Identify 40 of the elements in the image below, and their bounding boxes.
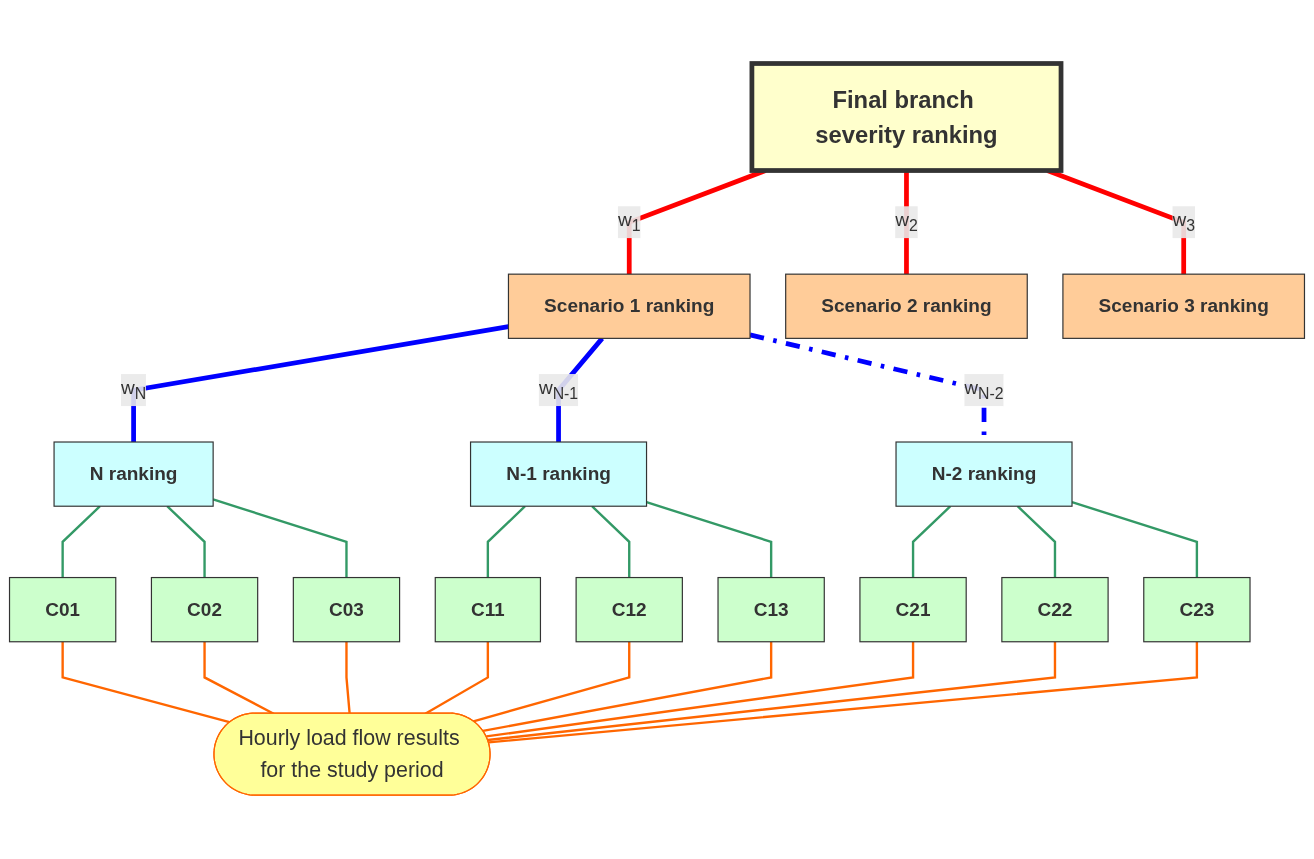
connector: [487, 641, 1057, 742]
connector: [646, 501, 773, 578]
edge-label: w$_{N}$: [120, 377, 147, 403]
connector: [424, 641, 490, 715]
edge-label: w$_{2}$: [895, 209, 918, 236]
edge-label: w$_{1}$: [617, 209, 641, 236]
connector: [61, 641, 231, 724]
connector: [591, 505, 631, 578]
node-box: Final branch severity ranking: [749, 61, 1064, 174]
node-box: C01: [8, 577, 117, 643]
node-box: N-1 ranking: [469, 441, 648, 507]
node-box: Scenario 1 ranking: [507, 273, 751, 340]
connector: [1016, 505, 1057, 578]
node-box: Scenario 3 ranking: [1062, 273, 1306, 340]
connector: [486, 641, 915, 738]
connector: [131, 324, 509, 443]
node-box: C02: [150, 577, 259, 643]
connector: [911, 505, 952, 578]
node-box: C23: [1143, 577, 1251, 643]
edge-label: w$_{N-1}$: [538, 377, 579, 403]
connector: [345, 641, 351, 714]
connector: [488, 641, 1199, 744]
connector: [482, 641, 773, 733]
node-box: N ranking: [53, 441, 214, 507]
node-box: C13: [717, 577, 825, 643]
connector: [486, 505, 526, 578]
node-box: C03: [292, 577, 401, 643]
connector: [203, 641, 275, 715]
edge-label: w$_{N-2}$: [964, 377, 1004, 403]
node-box: C22: [1001, 577, 1109, 643]
node-box: C11: [434, 577, 542, 643]
connector: [473, 641, 631, 723]
node-box: N-2 ranking: [895, 441, 1073, 507]
node-box: C12: [575, 577, 683, 643]
node-box: C21: [859, 577, 967, 643]
connector: [61, 505, 101, 578]
connector: [1071, 501, 1199, 578]
edge-label: w$_{3}$: [1172, 209, 1195, 236]
connector: [166, 505, 206, 578]
node-box: Scenario 2 ranking: [785, 273, 1028, 340]
